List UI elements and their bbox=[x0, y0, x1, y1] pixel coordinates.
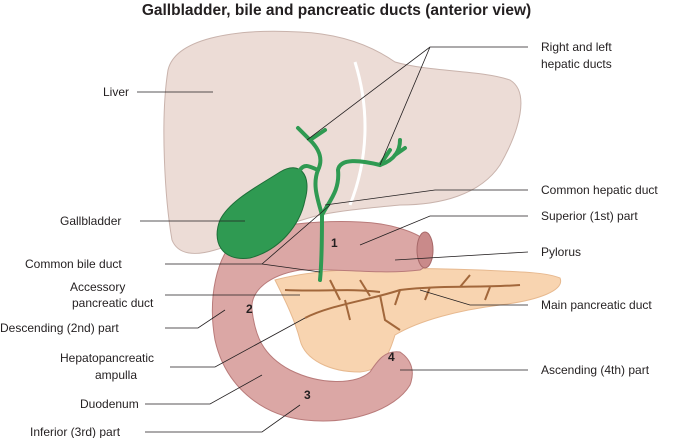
label-hepatic-ducts-line2: hepatic ducts bbox=[541, 57, 612, 71]
label-accessory-duct-line2: pancreatic duct bbox=[72, 296, 154, 310]
label-inferior-part: Inferior (3rd) part bbox=[30, 425, 121, 438]
leader-lines bbox=[137, 46, 529, 433]
part-number-1: 1 bbox=[331, 236, 338, 250]
pancreatic-ducts bbox=[284, 274, 521, 331]
bile-ducts bbox=[296, 126, 407, 282]
pancreas-shape bbox=[274, 267, 562, 373]
label-duodenum: Duodenum bbox=[80, 397, 139, 411]
label-common-bile-duct: Common bile duct bbox=[25, 257, 122, 271]
falciform-groove bbox=[348, 61, 367, 206]
pylorus-shape bbox=[416, 231, 434, 269]
gallbladder-shape bbox=[216, 167, 308, 259]
label-ampulla-line1: Hepatopancreatic bbox=[60, 351, 155, 365]
label-pylorus: Pylorus bbox=[541, 245, 582, 259]
label-liver: Liver bbox=[103, 85, 130, 99]
label-gallbladder: Gallbladder bbox=[60, 214, 122, 228]
label-superior-part: Superior (1st) part bbox=[541, 209, 638, 223]
part-number-4: 4 bbox=[388, 350, 395, 364]
label-hepatic-ducts-line1: Right and left bbox=[541, 40, 612, 54]
label-ampulla-line2: ampulla bbox=[95, 368, 138, 382]
label-ascending-part: Ascending (4th) part bbox=[541, 363, 650, 377]
part-number-3: 3 bbox=[304, 388, 311, 402]
label-common-hepatic-duct: Common hepatic duct bbox=[541, 183, 658, 197]
label-descending-part: Descending (2nd) part bbox=[0, 321, 119, 335]
liver-shape bbox=[163, 30, 522, 254]
label-main-pancreatic-duct: Main pancreatic duct bbox=[541, 298, 652, 312]
label-accessory-duct-line1: Accessory bbox=[70, 280, 126, 294]
diagram-title: Gallbladder, bile and pancreatic ducts (… bbox=[141, 2, 532, 19]
part-number-2: 2 bbox=[246, 302, 253, 316]
